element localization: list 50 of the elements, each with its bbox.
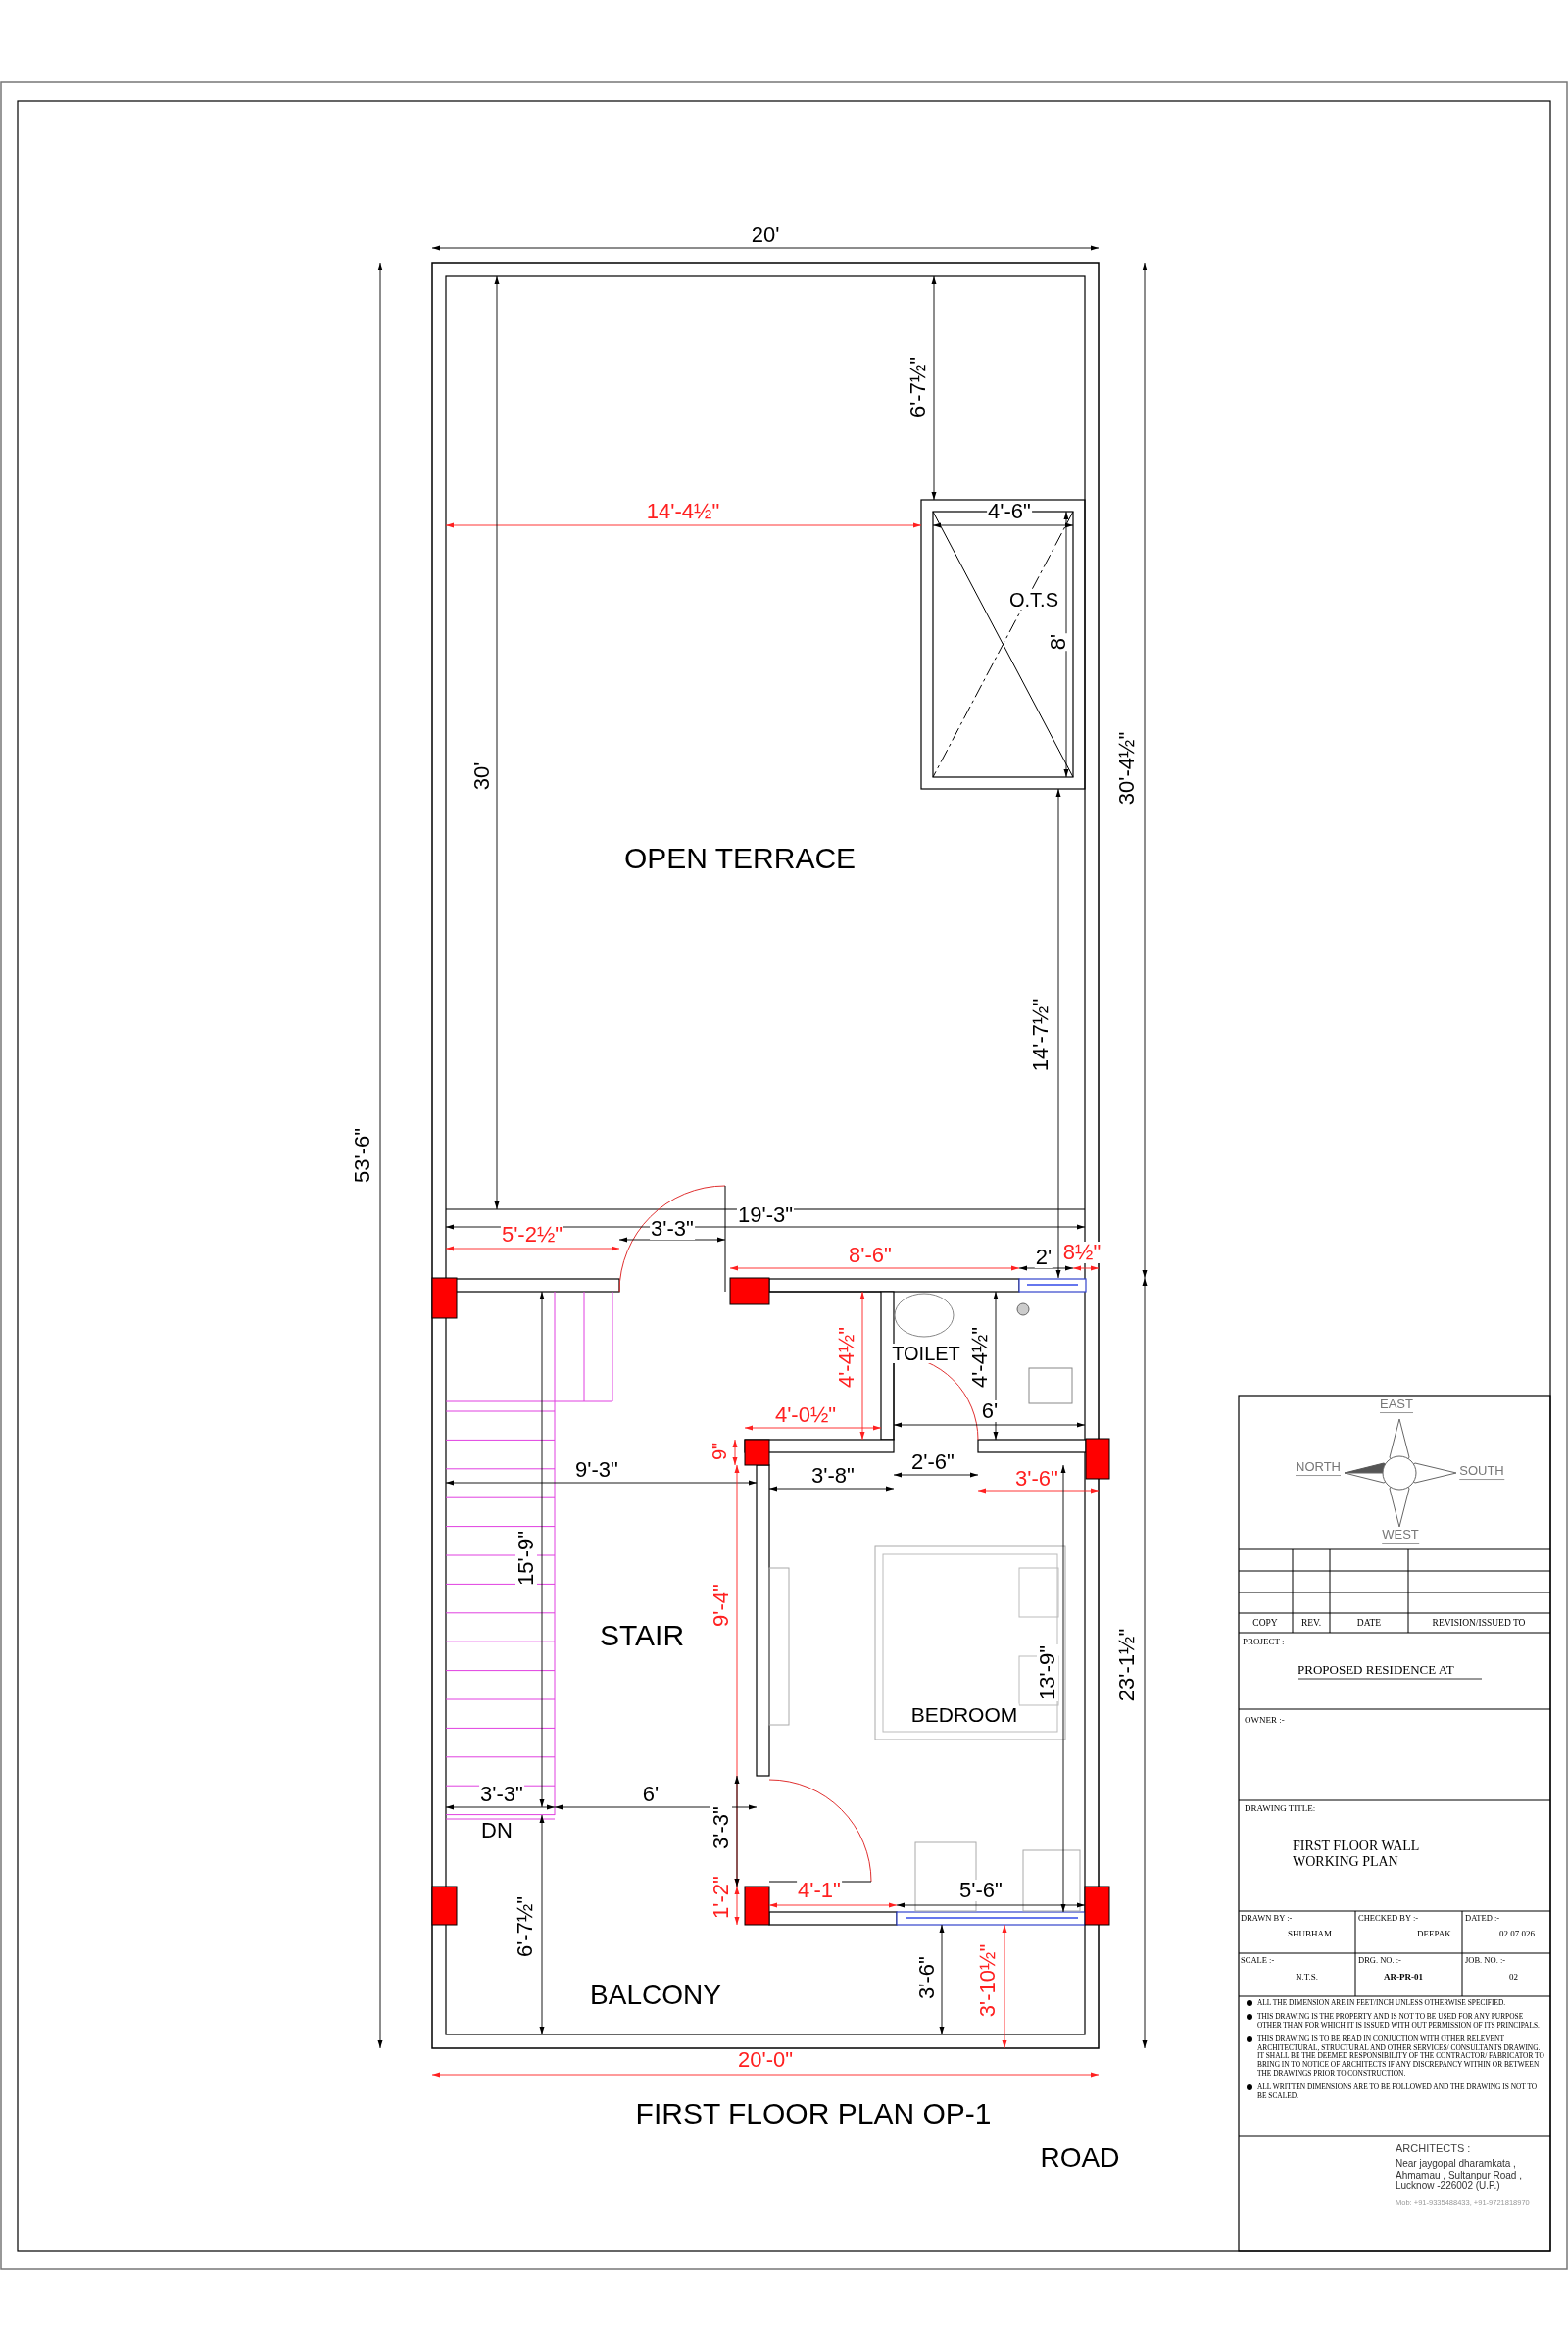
table-header: REVISION/ISSUED TO — [1432, 1617, 1526, 1629]
dimension-label: 23'-1½" — [1116, 1627, 1138, 1703]
dimension-label: 30'-4½" — [1116, 730, 1138, 807]
field-label: SCALE :- — [1241, 1956, 1275, 1966]
dimension-label: 2' — [1034, 1247, 1054, 1268]
room-label: TOILET — [891, 1344, 961, 1363]
field-value: SHUBHAM — [1288, 1929, 1332, 1939]
architects-label: ARCHITECTS : — [1396, 2142, 1471, 2155]
field-label: CHECKED BY :- — [1358, 1914, 1419, 1924]
field-label: DRAWING TITLE: — [1245, 1803, 1316, 1814]
dimension-label: 6' — [980, 1400, 1000, 1422]
dimension-label: 5'-6" — [958, 1880, 1004, 1901]
field-label: DATED :- — [1465, 1914, 1500, 1924]
table-header: COPY — [1252, 1617, 1278, 1629]
field-label: DRAWN BY :- — [1241, 1914, 1293, 1924]
dimension-label: 8½" — [1061, 1242, 1102, 1263]
project-name: PROPOSED RESIDENCE AT — [1298, 1663, 1454, 1678]
dimension-label: 13'-9" — [1037, 1644, 1058, 1701]
compass-label: EAST — [1380, 1397, 1413, 1413]
compass-label: NORTH — [1296, 1460, 1341, 1476]
address-text: Near jaygopal dharamkata , Ahmamau , Sultanpur Road , Lucknow -226002 (U.P.) — [1396, 2158, 1523, 2192]
dimension-label: 3'-3" — [710, 1805, 732, 1850]
dimension-label: 6'-7½" — [907, 355, 929, 419]
dimension-label: 15'-9" — [515, 1530, 537, 1587]
dimension-label: 4'-0½" — [773, 1404, 838, 1426]
dimension-label: 3'-3" — [650, 1218, 695, 1240]
field-label: JOB. NO. :- — [1465, 1956, 1506, 1966]
field-value: 02 — [1509, 1972, 1518, 1983]
field-label: OWNER :- — [1245, 1715, 1285, 1726]
dimension-label: 14'-7½" — [1030, 997, 1052, 1073]
dimension-label: 8' — [1048, 632, 1069, 652]
dimension-label: 6'-7½" — [514, 1894, 536, 1959]
field-label: DRG. NO. :- — [1358, 1956, 1401, 1966]
dimension-label: 5'-2½" — [500, 1224, 564, 1246]
drawing-title: FIRST FLOOR WALL WORKING PLAN — [1293, 1838, 1420, 1871]
dimension-label: 14'-4½" — [645, 501, 721, 522]
dimension-label: 4'-4½" — [969, 1325, 991, 1390]
dimension-label: 9" — [710, 1441, 729, 1462]
field-value: N.T.S. — [1296, 1972, 1319, 1983]
dimension-label: 4'-4½" — [836, 1325, 858, 1390]
field-value: DEEPAK — [1417, 1929, 1451, 1939]
table-header: DATE — [1356, 1617, 1382, 1629]
field-value: 02.07.026 — [1499, 1929, 1535, 1939]
compass-label: SOUTH — [1459, 1464, 1504, 1480]
field-label: PROJECT :- — [1243, 1637, 1288, 1647]
compass-label: WEST — [1382, 1528, 1419, 1544]
room-label: O.T.S — [1008, 590, 1059, 610]
table-header: REV. — [1300, 1617, 1322, 1629]
dimension-label: 3'-10½" — [977, 1942, 999, 2019]
field-value: AR-PR-01 — [1384, 1972, 1423, 1983]
